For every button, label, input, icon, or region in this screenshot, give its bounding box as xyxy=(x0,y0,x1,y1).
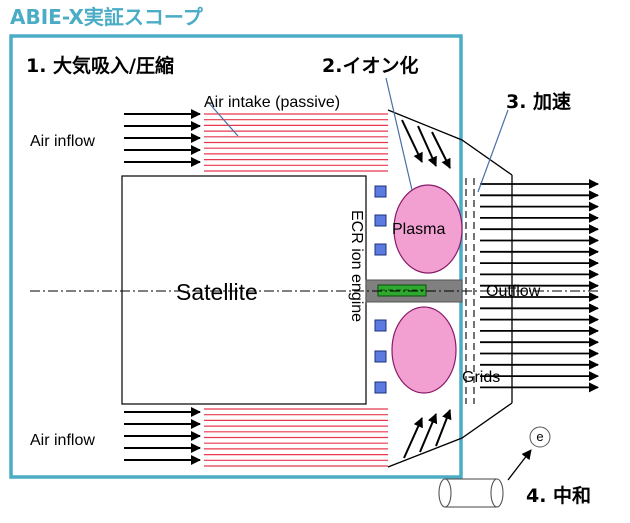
scope-title: ABIE-X実証スコープ xyxy=(10,5,204,29)
air-inflow-arrows-top xyxy=(124,109,201,167)
intake-flow-arrows-bottom xyxy=(403,409,452,459)
magnet-block xyxy=(374,350,387,363)
intake-lines-bottom xyxy=(204,408,388,467)
plasma-label: Plasma xyxy=(392,221,445,238)
air-intake-label: Air intake (passive) xyxy=(204,94,340,111)
magnet-block xyxy=(374,214,387,227)
electron-arrow xyxy=(507,449,532,481)
plasma-lower xyxy=(391,306,457,394)
magnet-blocks xyxy=(374,185,387,394)
electron-circle xyxy=(529,426,551,448)
step-neutralization-label: 4. 中和 xyxy=(526,484,591,507)
neutralizer xyxy=(438,478,504,508)
electron-label: e xyxy=(536,429,543,444)
outflow-label: Outflow xyxy=(486,283,541,300)
step-intake-label: 1. 大気吸入/圧縮 xyxy=(26,54,174,77)
step-ionization-label: 2.イオン化 xyxy=(322,54,418,77)
magnet-block xyxy=(374,381,387,394)
magnet-block xyxy=(374,185,387,198)
outflow-arrows xyxy=(480,179,599,393)
intake-lines-top xyxy=(204,113,388,172)
satellite-label: Satellite xyxy=(176,279,258,305)
air-inflow-arrows-bottom xyxy=(124,407,201,465)
step-acceleration-label: 3. 加速 xyxy=(506,90,571,113)
magnet-block xyxy=(374,319,387,332)
intake-flow-arrows-top xyxy=(401,119,451,169)
air-inflow-bottom-label: Air inflow xyxy=(30,432,95,449)
plasma-upper xyxy=(393,184,463,274)
satellite-body xyxy=(121,175,367,405)
pointer-lines xyxy=(207,77,509,193)
grids-label: Grids xyxy=(462,369,500,386)
scope-frame xyxy=(9,34,463,479)
air-inflow-top-label: Air inflow xyxy=(30,133,95,150)
engine-label: ECR ion engine xyxy=(348,210,365,322)
magnet-block xyxy=(374,243,387,256)
